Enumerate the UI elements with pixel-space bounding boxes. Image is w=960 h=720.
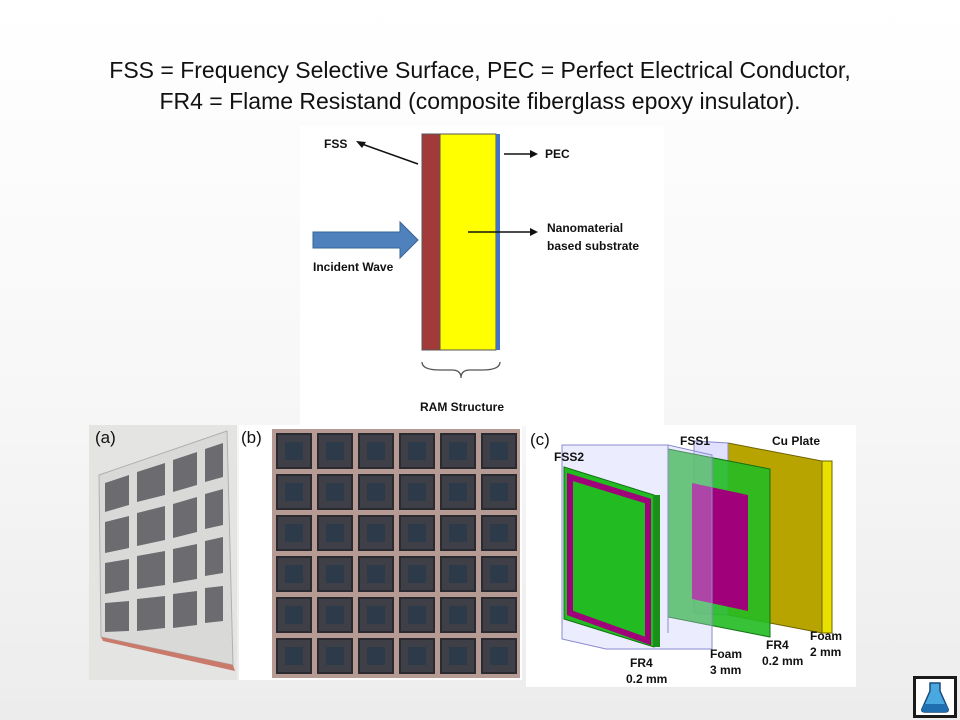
fss-photo-cell-centers [285, 442, 508, 665]
fss-arrow-line [361, 143, 419, 165]
pec-label: PEC [545, 147, 570, 161]
photo-a-label: (a) [95, 428, 116, 447]
pec-layer [496, 134, 500, 350]
fss2-plate-edge [654, 495, 660, 647]
substrate-label-line-2: based substrate [547, 239, 639, 253]
cu-plate-label: Cu Plate [772, 434, 820, 448]
fss-layer [421, 133, 441, 351]
fr4-right-thickness: 0.2 mm [762, 654, 803, 668]
substrate-label-line-1: Nanomaterial [547, 221, 623, 235]
foam-right-thickness: 2 mm [810, 645, 841, 659]
foam-right-label: Foam [810, 629, 842, 643]
layer-stack-diagram: (c) FSS2 FSS1 Cu Plate FR4 0.2 mm Foam 3… [526, 425, 856, 687]
foam-left-thickness: 3 mm [710, 663, 741, 677]
photo-b-label: (b) [241, 428, 262, 447]
fss1-patch [692, 483, 748, 611]
incident-wave-label: Incident Wave [313, 260, 394, 274]
ram-structure-diagram: FSS PEC Nanomaterial based substrate Inc… [300, 126, 664, 426]
panel-cell-grid [105, 443, 223, 632]
fss2-ring [567, 472, 651, 646]
foam-left-label: Foam [710, 647, 742, 661]
fss-photo-surface [272, 429, 520, 678]
fss-arrow-head [356, 141, 366, 148]
fr4-left-label: FR4 [630, 656, 653, 670]
pec-arrow-head [530, 150, 538, 158]
flask-logo-icon [913, 676, 957, 718]
substrate-arrow-head [530, 228, 538, 236]
fss1-label: FSS1 [680, 434, 710, 448]
fss-label: FSS [324, 137, 347, 151]
ram-structure-brace [421, 361, 501, 379]
photo-a: (a) [89, 425, 237, 680]
title-line-2: FR4 = Flame Resistand (composite fibergl… [159, 88, 801, 114]
photo-b: (b) [239, 425, 522, 680]
nanomaterial-substrate [439, 133, 497, 351]
title-line-1: FSS = Frequency Selective Surface, PEC =… [109, 57, 851, 83]
incident-wave-arrow [312, 220, 419, 260]
cu-plate-edge [821, 460, 833, 634]
panel-edge [101, 637, 235, 671]
fss2-label: FSS2 [554, 450, 584, 464]
layer-diagram-label: (c) [530, 430, 550, 449]
ram-structure-label: RAM Structure [420, 400, 504, 414]
fr4-right-label: FR4 [766, 638, 789, 652]
fr4-left-thickness: 0.2 mm [626, 672, 667, 686]
fss2-plate [563, 466, 655, 648]
